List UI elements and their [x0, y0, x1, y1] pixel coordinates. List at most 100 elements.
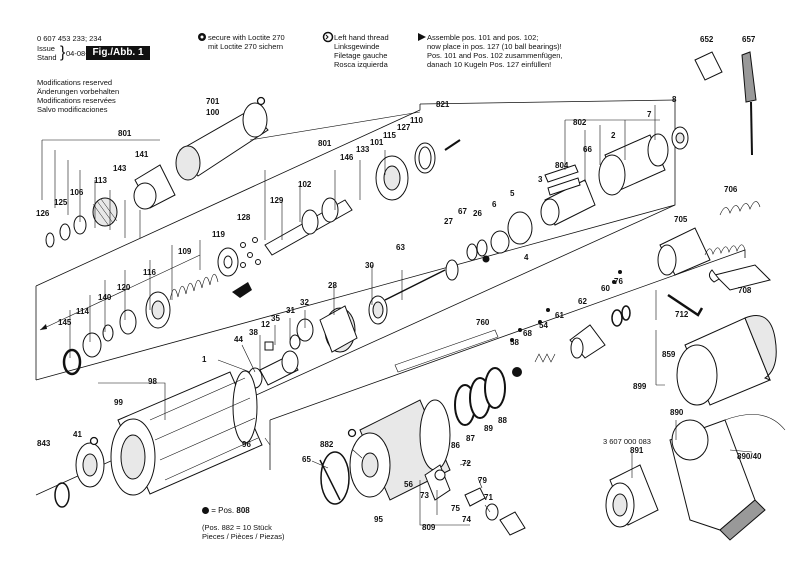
ring-30	[368, 295, 388, 325]
label-72: 72	[462, 459, 471, 468]
label-712: 712	[675, 310, 689, 319]
assemble-arrow-icon	[418, 33, 426, 41]
label-145: 145	[58, 318, 72, 327]
label-63: 63	[396, 243, 405, 252]
loctite-note: secure with Loctite 270 mit Loctite 270 …	[208, 33, 285, 51]
label-126: 126	[36, 209, 50, 218]
label-32: 32	[300, 298, 309, 307]
disc-27	[445, 259, 459, 281]
label-809: 809	[422, 523, 436, 532]
label-652: 652	[700, 35, 714, 44]
angle-head-890	[669, 414, 786, 541]
modifications-notice: Modifications reserved Änderungen vorbeh…	[37, 78, 119, 114]
rings-87-88-89	[454, 367, 506, 426]
label-115: 115	[383, 131, 396, 140]
label-62: 62	[578, 297, 587, 306]
leader-lines	[41, 105, 753, 526]
label-146: 146	[340, 153, 354, 162]
mods-en: Modifications reserved	[37, 78, 113, 87]
washer-119	[217, 247, 239, 277]
label-79: 79	[478, 476, 487, 485]
label-804: 804	[555, 161, 569, 170]
pos-value: 808	[236, 506, 250, 515]
spring-109	[169, 273, 219, 301]
pos-legend-line: = Pos. 808	[202, 506, 285, 515]
spring-54	[534, 353, 556, 363]
assemble-note-1: Assemble pos. 101 and pos. 102;	[427, 33, 539, 42]
label-141: 141	[135, 150, 149, 159]
dots-809	[510, 270, 622, 342]
label-102: 102	[298, 180, 312, 189]
pos-legend: = Pos. 808 (Pos. 882 = 10 Stück Pieces /…	[202, 506, 285, 541]
mods-fr: Modifications reservées	[37, 96, 116, 105]
pos-note-1: (Pos. 882 = 10 Stück	[202, 523, 272, 532]
left-thread-en: Left hand thread	[334, 33, 389, 42]
circlip-145	[62, 348, 82, 376]
label-859: 859	[662, 350, 676, 359]
issue-label: Issue	[37, 44, 55, 53]
screwdriver-657	[741, 51, 757, 156]
label-899: 899	[633, 382, 647, 391]
fitting-61-62	[569, 324, 606, 359]
springs-106-125-126	[45, 215, 87, 248]
label-890: 890	[670, 408, 684, 417]
sleeve-701	[175, 102, 269, 181]
label-8: 8	[672, 95, 677, 104]
loctite-marker-icons	[89, 96, 490, 446]
label-73: 73	[420, 491, 429, 500]
screw-79-71	[464, 487, 499, 521]
knurled-nut-113	[92, 197, 118, 227]
label-12: 12	[261, 320, 270, 329]
left-thread-fr: Filetage gauche	[334, 51, 388, 60]
hex-key-712	[667, 293, 704, 317]
label-7: 7	[647, 110, 652, 119]
plug-74	[499, 511, 526, 536]
spring-706	[719, 201, 761, 216]
rotor-3	[540, 179, 596, 226]
label-74: 74	[462, 515, 471, 524]
assembly-frame-upper	[35, 104, 421, 287]
label-129: 129	[270, 196, 284, 205]
wire-760	[394, 329, 499, 373]
ring-110	[414, 142, 436, 174]
label-116: 116	[143, 268, 156, 277]
circlip-843	[54, 482, 70, 508]
label-708: 708	[738, 286, 752, 295]
label-127: 127	[397, 123, 411, 132]
adapter-705	[657, 227, 711, 276]
part-labels: 652 657 701 100 801 143 141 113 106 125 …	[36, 35, 762, 532]
spring-small	[704, 244, 746, 256]
balls-128	[240, 237, 261, 268]
label-891: 891	[630, 446, 644, 455]
label-76: 76	[614, 277, 623, 286]
seal-882	[320, 451, 350, 505]
collar-114	[82, 332, 102, 358]
label-133: 133	[356, 145, 370, 154]
planet-gears-32-31	[289, 318, 314, 350]
clutch-101	[375, 155, 409, 201]
bearing-4	[490, 230, 510, 254]
label-35: 35	[271, 314, 280, 323]
label-801b: 801	[318, 139, 332, 148]
label-31: 31	[286, 306, 295, 315]
label-802: 802	[573, 118, 587, 127]
shaft-26-67	[466, 239, 488, 261]
issue-date: 04-08-20	[66, 49, 97, 58]
bearing-8	[671, 126, 689, 150]
label-30: 30	[365, 261, 374, 270]
label-128: 128	[237, 213, 251, 222]
doc-number: 0 607 453 233; 234	[37, 34, 102, 43]
label-120: 120	[117, 283, 131, 292]
label-44: 44	[234, 335, 243, 344]
label-96: 96	[242, 440, 251, 449]
shaft-44	[259, 350, 299, 386]
left-thread-es: Rosca izquierda	[334, 60, 388, 69]
label-843: 843	[37, 439, 51, 448]
label-701: 701	[206, 97, 220, 106]
mods-es: Salvo modificaciones	[37, 105, 108, 114]
label-60: 60	[601, 284, 610, 293]
rod-63	[384, 269, 446, 301]
label-68: 68	[523, 329, 532, 338]
label-2: 2	[611, 131, 616, 140]
